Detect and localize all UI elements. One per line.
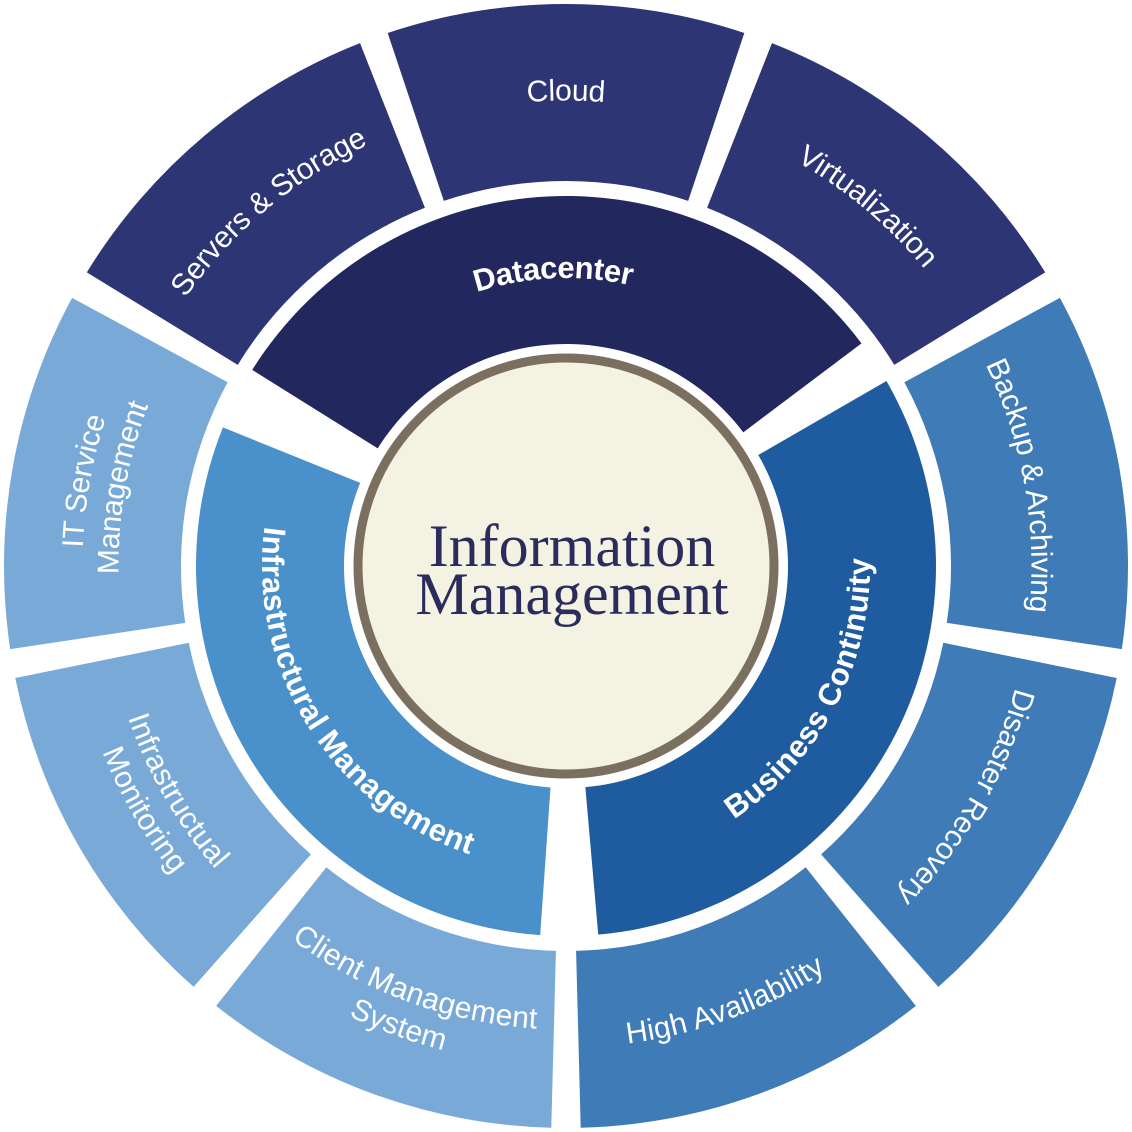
outer-label-text: Cloud <box>526 74 607 109</box>
outer-segment-servers-storage <box>86 43 425 365</box>
center-title-line2: Management <box>415 561 729 627</box>
outer-segment-infrastructual-monitoring <box>15 642 311 987</box>
outer-segment-cloud <box>387 4 745 201</box>
center-title-line1: Information <box>429 513 716 579</box>
center-circle <box>353 353 779 779</box>
outer-segment-client-management-system <box>216 867 556 1128</box>
outer-label: Cloud <box>526 74 607 109</box>
outer-segment-backup-archiving <box>904 297 1128 650</box>
outer-segment-virtualization <box>707 43 1046 365</box>
outer-segment-disaster-recovery <box>821 642 1117 987</box>
inner-segment-datacenter <box>252 195 862 449</box>
outer-segment-high-availability <box>576 867 916 1128</box>
inner-segment-business-continuity <box>585 381 936 935</box>
outer-segment-it-service-management <box>3 297 228 650</box>
inner-segment-infrastructural-management <box>195 427 551 936</box>
